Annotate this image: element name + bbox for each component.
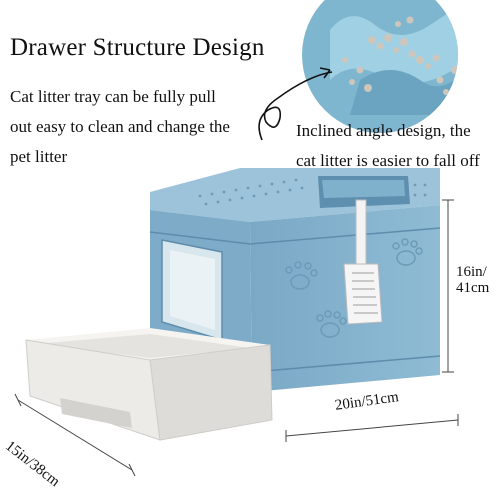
- description-line: pet litter: [10, 147, 68, 166]
- litter-closeup-inset: [302, 0, 458, 133]
- drawer-description: Cat litter tray can be fully pull out ea…: [10, 82, 230, 172]
- pull-out-drawer: [25, 328, 273, 441]
- dimension-lines: [14, 199, 459, 477]
- description-line: Cat litter tray can be fully pull: [10, 87, 216, 106]
- litter-box-body: [149, 168, 441, 392]
- inclined-description: Inclined angle design, the cat litter is…: [296, 116, 480, 176]
- height-dimension-inches: 16in/: [456, 264, 487, 280]
- curly-arrow: [258, 71, 333, 141]
- height-dimension-cm: 41cm: [456, 280, 490, 296]
- headline: Drawer Structure Design: [10, 34, 265, 61]
- inclined-line: Inclined angle design, the: [296, 121, 471, 140]
- description-line: out easy to clean and change the: [10, 117, 230, 136]
- litter-scoop: [343, 199, 383, 325]
- inclined-line: cat litter is easier to fall off: [296, 151, 480, 170]
